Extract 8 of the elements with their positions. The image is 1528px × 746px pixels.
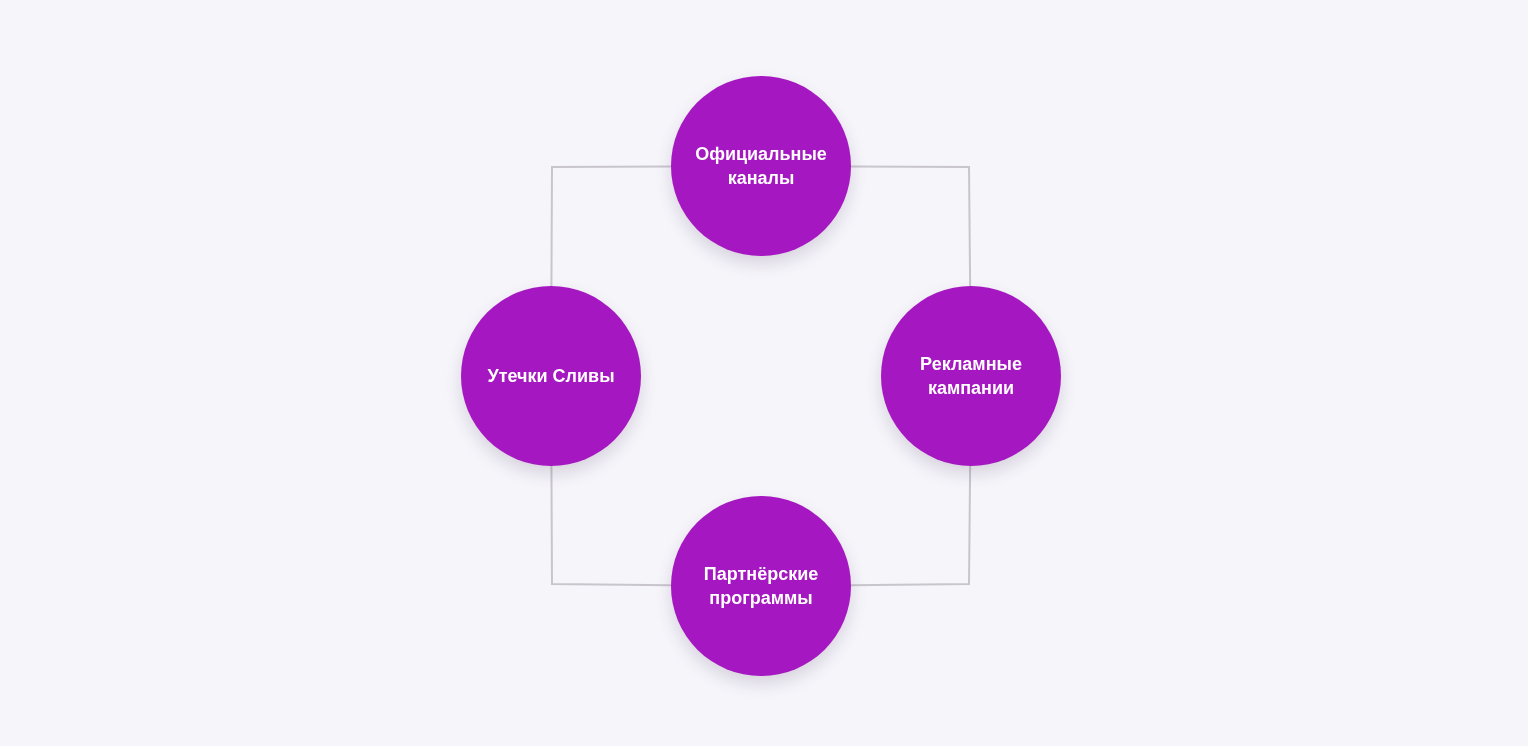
connector-line — [850, 165, 972, 287]
node-label: Рекламные кампании — [919, 353, 1023, 400]
connector-line — [550, 165, 672, 287]
node-label: Партнёрские программы — [702, 563, 820, 610]
node-label: Официальные каналы — [694, 143, 828, 190]
connector-line — [550, 465, 672, 587]
connector-line — [850, 465, 972, 587]
node-label: Утечки Сливы — [487, 365, 615, 388]
